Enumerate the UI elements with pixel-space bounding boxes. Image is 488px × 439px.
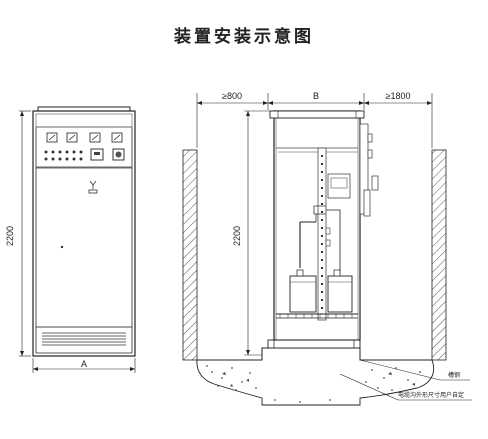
ground-texture xyxy=(206,365,421,403)
ground-outline xyxy=(196,359,435,406)
instrument-panel xyxy=(35,126,133,168)
side-view: ≥800 B ≥1800 2200 槽钢 电缆沟外形尺寸用户自定 xyxy=(182,91,472,406)
channel-callout: 槽钢 xyxy=(448,371,460,379)
warning-sign xyxy=(88,180,98,194)
indicator-lights xyxy=(44,150,83,161)
front-height-label: 2200 xyxy=(5,226,15,246)
mounting-rail xyxy=(317,147,327,321)
capacitor-units xyxy=(289,269,353,313)
left-wall xyxy=(182,149,198,361)
door-handle xyxy=(60,245,64,249)
front-width-label: A xyxy=(81,359,87,369)
side-height-label: 2200 xyxy=(232,226,242,246)
rear-clearance-label: ≥1800 xyxy=(386,91,411,101)
front-view: 2200 A xyxy=(5,106,136,373)
trench-callout: 电缆沟外形尺寸用户自定 xyxy=(398,391,464,399)
right-wall xyxy=(431,149,447,361)
depth-label: B xyxy=(313,91,319,101)
diagram-title: 装置安装示意图 xyxy=(174,27,314,47)
meter-group xyxy=(46,132,123,143)
ventilation-grille xyxy=(35,326,133,354)
cabinet-body xyxy=(32,110,136,357)
base-channel xyxy=(267,339,361,349)
front-clearance-label: ≥800 xyxy=(222,91,242,101)
